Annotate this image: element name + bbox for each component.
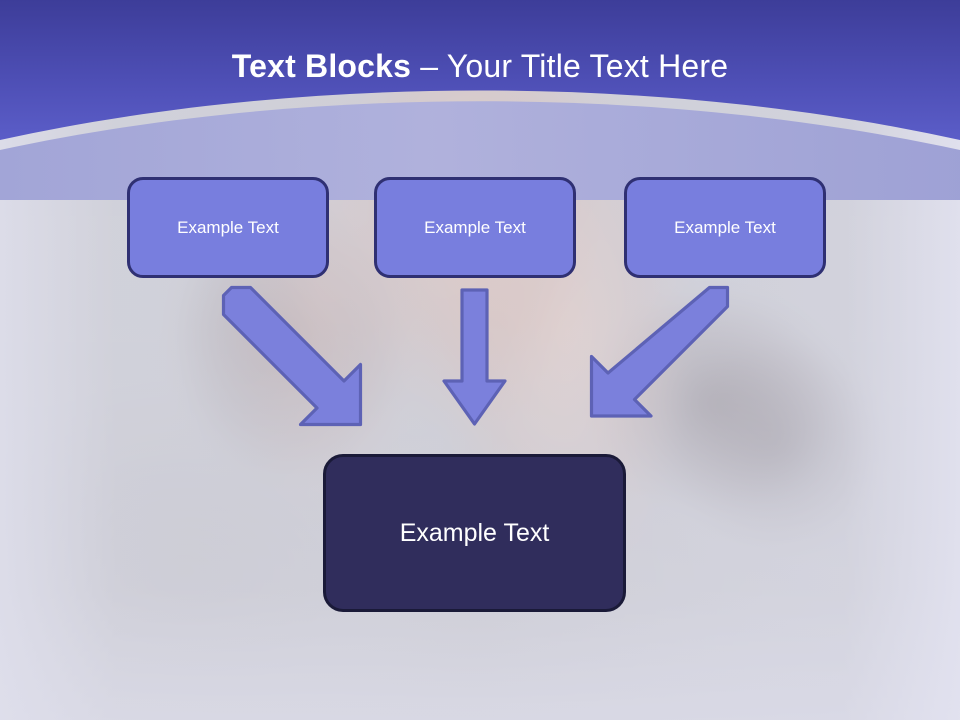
summary-block[interactable]: Example Text [323, 454, 626, 612]
text-block-1[interactable]: Example Text [127, 177, 329, 278]
page-title: Text Blocks – Your Title Text Here [0, 46, 960, 86]
page-title-light: Your Title Text Here [446, 48, 729, 84]
text-block-1-label: Example Text [177, 217, 279, 237]
page-title-bold: Text Blocks [231, 48, 412, 84]
text-block-3[interactable]: Example Text [624, 177, 826, 278]
page-title-separator: – [411, 48, 447, 84]
text-block-3-label: Example Text [674, 217, 776, 237]
text-block-2[interactable]: Example Text [374, 177, 576, 278]
summary-block-label: Example Text [399, 518, 550, 547]
text-block-2-label: Example Text [424, 217, 526, 237]
